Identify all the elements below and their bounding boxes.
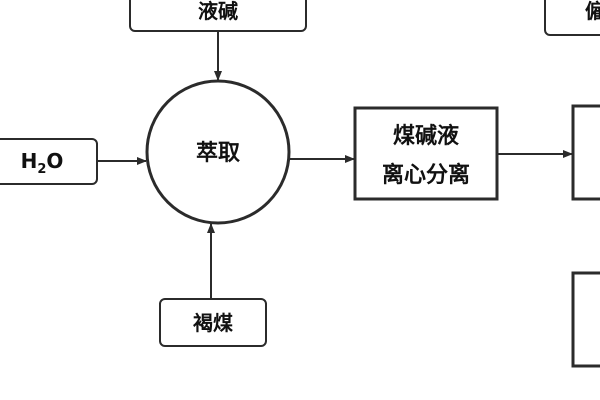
lignite-input-box <box>159 298 267 347</box>
top-right-partial-label: 僱 <box>585 0 600 23</box>
extraction-label: 萃取 <box>196 141 240 166</box>
extraction-node: 萃取 <box>145 79 291 225</box>
top-right-partial-node: 僱 <box>544 0 600 36</box>
water-input-label: H2O <box>21 149 64 177</box>
water-subscript: 2 <box>37 162 46 177</box>
water-h: H <box>21 149 38 173</box>
top-right-partial-box <box>544 0 600 36</box>
centrifuge-label-line1: 煤碱液 <box>393 123 459 149</box>
centrifuge-label-line2: 离心分离 <box>382 162 470 188</box>
right-partial-box-lower <box>571 271 600 368</box>
centrifuge-box <box>353 106 499 201</box>
lignite-input-label: 褐煤 <box>192 311 233 335</box>
extraction-circle <box>145 79 291 225</box>
water-input-node: H2O <box>0 138 98 185</box>
centrifuge-node: 煤碱液 离心分离 <box>353 106 499 201</box>
lignite-input-node: 褐煤 <box>159 298 267 347</box>
right-partial-box-upper <box>571 104 600 201</box>
lye-input-label: 液碱 <box>198 0 238 23</box>
lye-input-node: 液碱 <box>129 0 307 32</box>
water-o: O <box>46 149 63 173</box>
